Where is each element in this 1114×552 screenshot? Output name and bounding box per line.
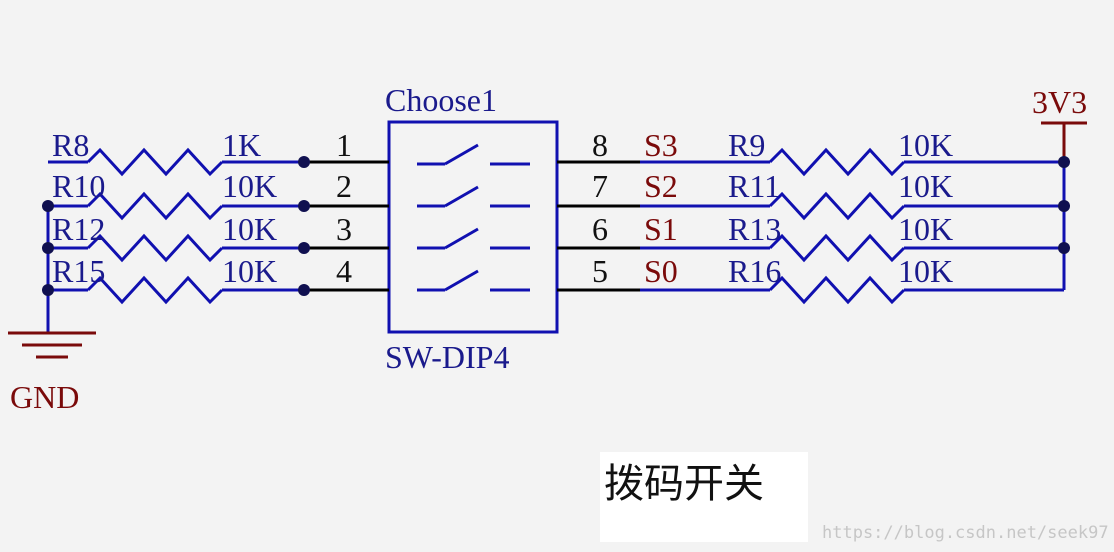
resistor-value: 10K xyxy=(898,168,953,204)
resistor-value: 1K xyxy=(222,127,261,163)
junction-dot xyxy=(298,242,310,254)
resistor-designator: R13 xyxy=(728,211,781,247)
resistor-zigzag xyxy=(86,275,224,305)
junction-dot xyxy=(1058,242,1070,254)
right-resistor-row: 7 S2 R11 10K xyxy=(557,168,1070,221)
resistor-zigzag xyxy=(86,233,224,263)
switch-pin-number: 2 xyxy=(336,168,352,204)
switch-pin-number: 5 xyxy=(592,253,608,289)
resistor-value: 10K xyxy=(898,127,953,163)
left-resistor-row: R8 1K 1 xyxy=(48,127,389,177)
resistor-zigzag xyxy=(768,191,906,221)
switch-contact xyxy=(417,143,530,166)
resistor-value: 10K xyxy=(222,253,277,289)
resistor-value: 10K xyxy=(222,211,277,247)
left-resistor-row: R15 10K 4 xyxy=(42,253,389,305)
switch-pin-number: 7 xyxy=(592,168,608,204)
junction-dot xyxy=(1058,156,1070,168)
switch-pin-number: 6 xyxy=(592,211,608,247)
power-symbol xyxy=(1041,121,1087,162)
resistor-designator: R12 xyxy=(52,211,105,247)
net-label: S2 xyxy=(644,168,678,204)
switch-pin-number: 3 xyxy=(336,211,352,247)
ground-symbol xyxy=(8,290,96,359)
junction-dot xyxy=(42,200,54,212)
switch-designator: Choose1 xyxy=(385,82,497,118)
resistor-zigzag xyxy=(768,147,906,177)
resistor-zigzag xyxy=(86,147,224,177)
resistor-designator: R11 xyxy=(728,168,780,204)
right-resistor-row: 8 S3 R9 10K xyxy=(557,127,1070,177)
caption-text: 拨码开关 xyxy=(604,461,764,507)
caption-background xyxy=(600,452,808,542)
resistor-zigzag xyxy=(768,233,906,263)
switch-contact xyxy=(417,227,530,250)
power-label: 3V3 xyxy=(1032,84,1087,120)
switch-part-name: SW-DIP4 xyxy=(385,339,509,375)
junction-dot xyxy=(298,284,310,296)
junction-dot xyxy=(298,200,310,212)
junction-dot xyxy=(42,284,54,296)
resistor-designator: R15 xyxy=(52,253,105,289)
resistor-designator: R8 xyxy=(52,127,89,163)
resistor-designator: R10 xyxy=(52,168,105,204)
junction-dot xyxy=(42,242,54,254)
switch-contact xyxy=(417,185,530,208)
resistor-value: 10K xyxy=(222,168,277,204)
dip-switch-body xyxy=(387,120,559,334)
resistor-designator: R9 xyxy=(728,127,765,163)
left-resistor-row: R12 10K 3 xyxy=(42,211,389,263)
net-label: S0 xyxy=(644,253,678,289)
net-label: S3 xyxy=(644,127,678,163)
junction-dot xyxy=(298,156,310,168)
switch-pin-number: 1 xyxy=(336,127,352,163)
right-resistor-row: 5 S0 R16 10K xyxy=(557,253,1064,305)
switch-contact xyxy=(417,269,530,292)
resistor-zigzag xyxy=(86,191,224,221)
resistor-zigzag xyxy=(768,275,906,305)
left-resistor-row: R10 10K 2 xyxy=(42,168,389,221)
ground-label: GND xyxy=(10,379,79,415)
resistor-value: 10K xyxy=(898,211,953,247)
junction-dot xyxy=(1058,200,1070,212)
switch-pin-number: 8 xyxy=(592,127,608,163)
watermark-text: https://blog.csdn.net/seek97 xyxy=(822,523,1109,543)
switch-pin-number: 4 xyxy=(336,253,352,289)
resistor-value: 10K xyxy=(898,253,953,289)
right-resistor-row: 6 S1 R13 10K xyxy=(557,211,1070,263)
resistor-designator: R16 xyxy=(728,253,781,289)
net-label: S1 xyxy=(644,211,678,247)
